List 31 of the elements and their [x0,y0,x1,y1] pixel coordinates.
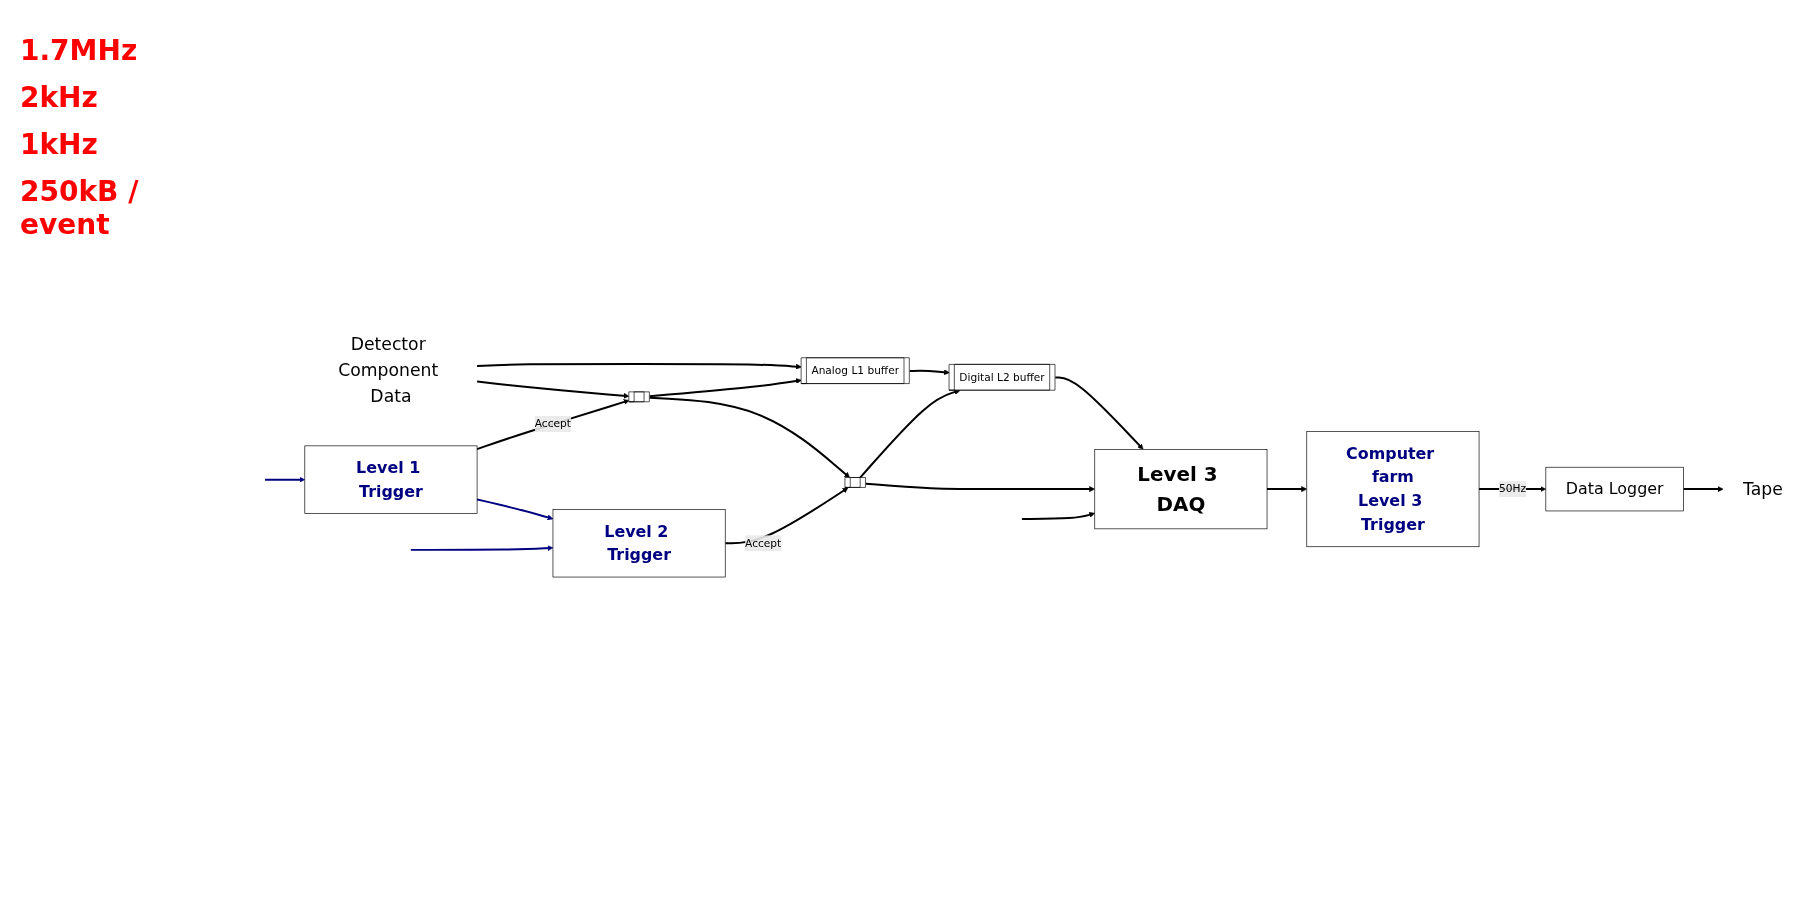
arrow [1266,486,1308,492]
node-text: Tape [1743,478,1783,499]
arrow [476,363,802,370]
node-box: Data Logger [1545,466,1684,512]
arrow [908,369,950,376]
edge-label: Accept [534,417,571,430]
edge-label: 50Hz [1498,482,1526,496]
arrow [264,476,306,483]
arrow [648,396,850,479]
arrow [648,378,802,398]
arrow [476,380,630,399]
node-box: Level 3 DAQ [1094,449,1268,530]
node-box: Computer farm Level 3 Trigger [1306,431,1480,548]
arrow [1054,376,1144,450]
arrow [409,545,554,552]
arrow [1682,486,1724,492]
rate-label: 1.7MHz [20,34,139,67]
node-text: Detector Component Data [338,334,439,407]
node-bar [844,477,866,488]
node-box: Level 2 Trigger [552,509,726,578]
node-bar [628,391,650,403]
arrow [476,498,554,521]
edge-label: Accept [745,536,782,550]
node-box: Level 1 Trigger [304,445,478,514]
rate-label: 1kHz [20,128,99,161]
arrow [864,482,1096,492]
rate-label: 2kHz [20,81,99,114]
rate-label: 250kB / event [20,175,140,241]
arrow [1020,511,1096,520]
arrow [858,389,961,479]
arrow [476,399,630,451]
